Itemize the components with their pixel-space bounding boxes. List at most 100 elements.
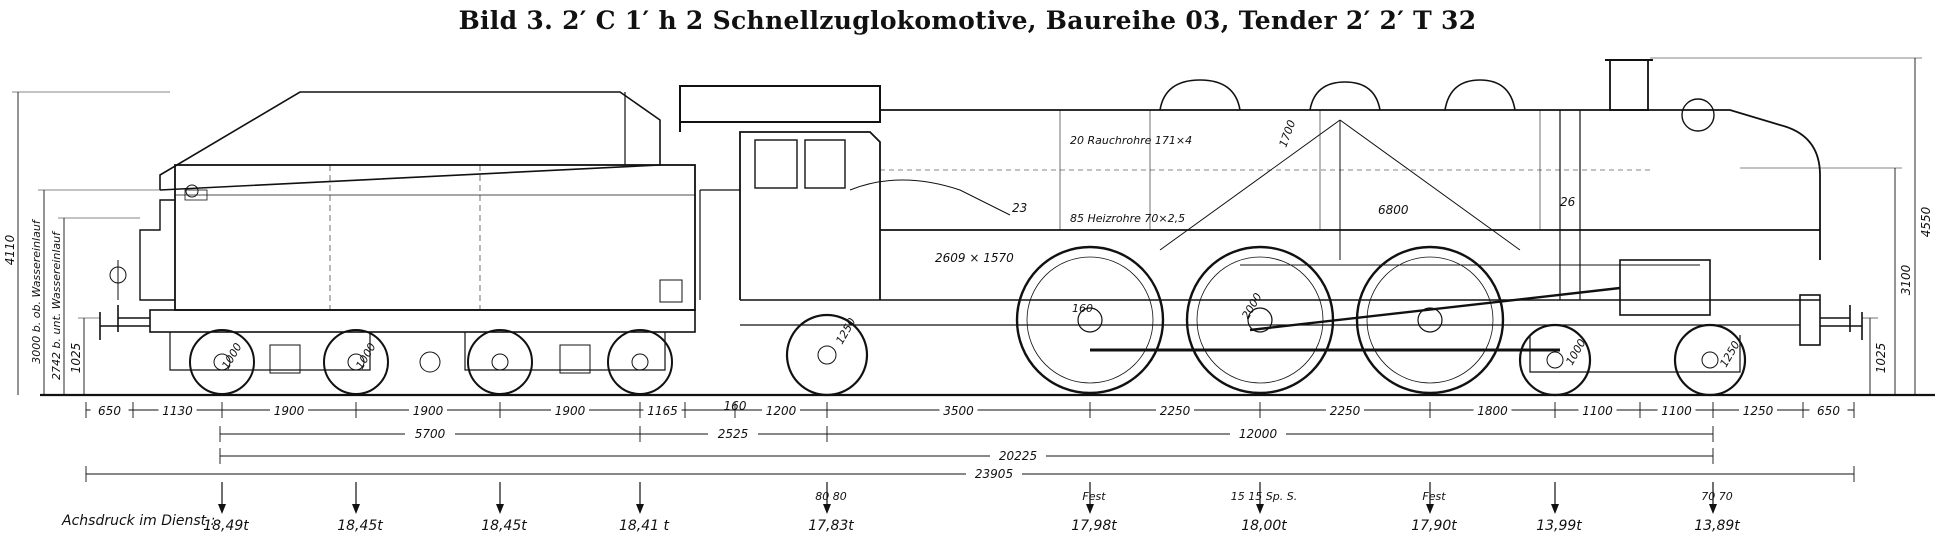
label-driving-diameter: 2000 xyxy=(1239,291,1264,322)
axle-arrowhead-3 xyxy=(636,504,644,514)
axle-note-9: 70 70 xyxy=(1701,490,1733,503)
dim-row1-1: 1130 xyxy=(162,404,193,418)
axle-loads: Achsdruck im Dienst : 18,49t 18,45t 18,45t… xyxy=(61,482,1740,534)
label-26: 26 xyxy=(1560,195,1576,209)
label-heizrohre: 85 Heizrohre 70×2,5 xyxy=(1070,212,1185,225)
axle-load-1: 18,45t xyxy=(337,518,383,534)
dim-2525: 2525 xyxy=(718,427,749,441)
axle-load-0: 18,49t xyxy=(203,518,249,534)
tender-wheel-4 xyxy=(607,329,673,395)
tender-water-tank xyxy=(174,164,696,311)
height-4110: 4110 xyxy=(3,234,17,265)
cab-window xyxy=(754,139,798,189)
annotations: 20 Rauchrohre 171×4 85 Heizrohre 70×2,5 … xyxy=(219,118,1742,371)
dim-23905: 23905 xyxy=(975,467,1013,481)
axle-arrowhead-2 xyxy=(496,504,504,514)
axle-note-7: Fest xyxy=(1422,490,1446,503)
dim-5700: 5700 xyxy=(415,427,446,441)
label-tender-diameter-2: 1000 xyxy=(219,341,244,372)
axle-arrowhead-5 xyxy=(1086,504,1094,514)
dim-row1-14: 650 xyxy=(1817,404,1840,418)
axle-load-6: 18,00t xyxy=(1241,518,1287,534)
axle-note-4: 80 80 xyxy=(815,490,847,503)
dim-160: 160 xyxy=(724,399,747,413)
tender-wheel-2 xyxy=(323,329,389,395)
axle-load-8: 13,99t xyxy=(1536,518,1582,534)
front-buffer xyxy=(1820,305,1863,340)
smokebox-lamp xyxy=(1681,98,1715,132)
tender-coal-bunker xyxy=(159,91,661,191)
sand-dome xyxy=(1309,81,1381,111)
label-bogie-diameter-2: 1000 xyxy=(1563,337,1588,368)
bogie-wheel-1 xyxy=(1518,323,1592,397)
height-dimensions-left: 4110 3000 b. ob. Wassereinlauf 2742 b. u… xyxy=(3,91,170,395)
label-tender-diameter: 1000 xyxy=(353,341,378,372)
axle-load-7: 17,90t xyxy=(1411,518,1457,534)
axle-load-caption: Achsdruck im Dienst : xyxy=(61,513,215,529)
axle-load-5: 17,98t xyxy=(1071,518,1117,534)
axle-note-5: Fest xyxy=(1082,490,1106,503)
dim-row1-0: 650 xyxy=(98,404,121,418)
label-1700: 1700 xyxy=(1277,118,1299,149)
cab-roof xyxy=(679,85,881,132)
dim-row1-5: 1165 xyxy=(647,404,678,418)
label-23: 23 xyxy=(1012,201,1027,215)
driving-wheel-2 xyxy=(1185,245,1335,395)
label-6800: 6800 xyxy=(1378,203,1409,217)
chimney xyxy=(1609,59,1649,111)
tender-bogie-front xyxy=(464,332,666,371)
axle-arrowhead-1 xyxy=(352,504,360,514)
dim-row1-13: 1250 xyxy=(1743,404,1774,418)
dimension-row-4: 23905 xyxy=(85,464,1855,482)
dim-row1-11: 1100 xyxy=(1582,404,1613,418)
cab xyxy=(739,131,881,300)
label-bogie-diameter: 1250 xyxy=(1717,339,1742,370)
dim-row1-12: 1100 xyxy=(1661,404,1692,418)
dim-12000: 12000 xyxy=(1239,427,1278,441)
dim-row1-3: 1900 xyxy=(413,404,444,418)
boiler xyxy=(880,109,1821,260)
axle-load-3: 18,41 t xyxy=(619,518,670,534)
height-dimensions-right: 4550 3100 1025 xyxy=(1650,57,1933,395)
dim-row1-7: 3500 xyxy=(943,404,974,418)
axle-note-6: 15 15 Sp. S. xyxy=(1231,490,1297,503)
tender-frame xyxy=(149,309,696,333)
height-1025-right: 1025 xyxy=(1874,343,1888,374)
trailing-wheel xyxy=(785,313,869,397)
dim-row1-8: 2250 xyxy=(1160,404,1191,418)
axle-arrowhead-8 xyxy=(1551,504,1559,514)
axle-arrowhead-0 xyxy=(218,504,226,514)
axle-arrowhead-7 xyxy=(1426,504,1434,514)
height-3000: 3000 b. ob. Wassereinlauf xyxy=(30,218,43,364)
dim-row1-10: 1800 xyxy=(1477,404,1508,418)
driving-wheel-1 xyxy=(1015,245,1165,395)
dim-row1-9: 2250 xyxy=(1330,404,1361,418)
bogie-wheel-2 xyxy=(1673,323,1747,397)
dim-row1-4: 1900 xyxy=(555,404,586,418)
axle-arrowhead-6 xyxy=(1256,504,1264,514)
axle-arrowhead-4 xyxy=(823,504,831,514)
dim-row1-6: 1200 xyxy=(766,404,797,418)
cylinder xyxy=(1619,259,1711,316)
dimension-row-3: 20225 xyxy=(219,446,1714,464)
height-4550: 4550 xyxy=(1919,206,1933,237)
dimension-row-1: 650 1130 1900 1900 1900 1165 1200 3500 2250 2250 1… xyxy=(85,402,1855,418)
label-160: 160 xyxy=(1072,302,1093,315)
dimension-row-2: 5700 2525 12000 xyxy=(219,424,1714,442)
label-grate: 2609 × 1570 xyxy=(935,251,1014,265)
steam-dome xyxy=(1159,79,1241,111)
tender-wheel-3 xyxy=(467,329,533,395)
axle-load-2: 18,45t xyxy=(481,518,527,534)
tender xyxy=(99,91,696,395)
axle-load-9: 13,89t xyxy=(1694,518,1740,534)
drawing-title: Bild 3. 2′ C 1′ h 2 Schnellzuglokomotive… xyxy=(458,6,1477,35)
height-1025-left: 1025 xyxy=(69,343,83,374)
height-3100: 3100 xyxy=(1899,264,1913,295)
label-rauchrohre: 20 Rauchrohre 171×4 xyxy=(1070,134,1192,147)
label-trailing-diameter: 1250 xyxy=(833,316,858,347)
tender-rear-buffer xyxy=(99,305,150,340)
tender-wheel-1 xyxy=(189,329,255,395)
dim-row1-2: 1900 xyxy=(274,404,305,418)
height-2742: 2742 b. unt. Wassereinlauf xyxy=(50,230,63,380)
